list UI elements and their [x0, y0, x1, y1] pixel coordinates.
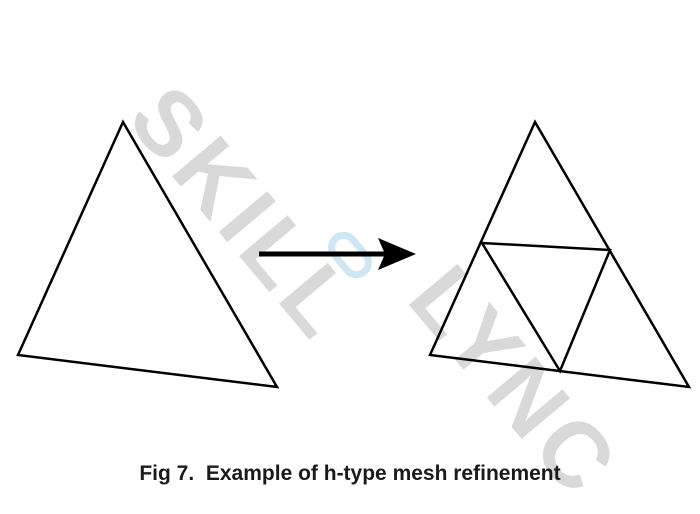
- watermark-logo-icon: [328, 231, 372, 279]
- original-triangle: [16, 119, 280, 389]
- refinement-arrow-icon: [259, 238, 416, 270]
- watermark-text-skill: SKILL: [110, 67, 378, 359]
- refined-triangle-inner: [479, 241, 612, 374]
- figure-caption: Fig 7. Example of h-type mesh refinement: [139, 462, 561, 485]
- watermark: SKILL LYNC: [110, 67, 639, 514]
